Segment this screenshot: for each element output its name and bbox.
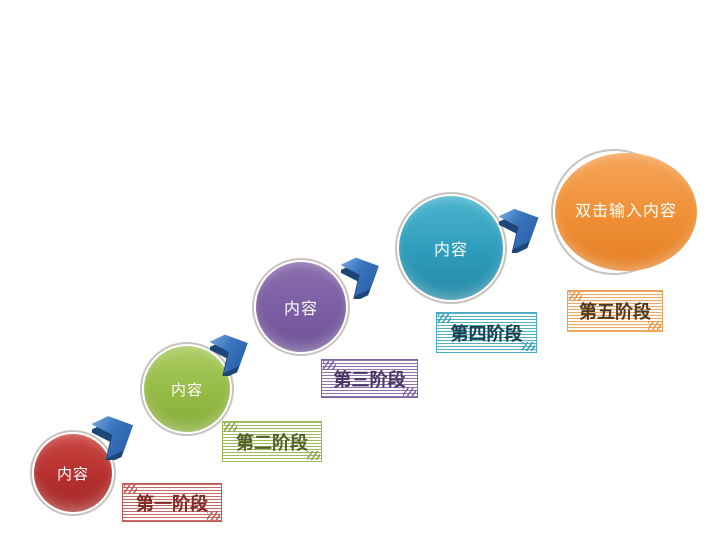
step-arrow-4 chevron-right-icon[interactable] xyxy=(499,201,547,253)
stage-label-5-text: 第五阶段 xyxy=(579,302,651,322)
stage-circle-4-label: 内容 xyxy=(433,242,468,259)
zigzag-corner-icon xyxy=(438,314,451,323)
step-arrow-3 chevron-right-icon[interactable] xyxy=(341,251,387,299)
zigzag-corner-icon xyxy=(207,511,220,520)
stage-circle-3-label: 内容 xyxy=(283,301,318,318)
stage-circle-1[interactable]: 内容 xyxy=(30,430,116,516)
stage-label-4[interactable]: 第四阶段 xyxy=(436,312,537,353)
zigzag-corner-icon xyxy=(307,451,320,460)
zigzag-corner-icon xyxy=(403,387,416,396)
zigzag-corner-icon xyxy=(522,342,535,351)
step-arrow-1 chevron-right-icon[interactable] xyxy=(92,410,142,460)
zigzag-corner-icon xyxy=(323,361,336,370)
stage-label-5[interactable]: 第五阶段 xyxy=(567,290,663,332)
stage-circle-2-label: 内容 xyxy=(170,381,203,399)
zigzag-corner-icon xyxy=(648,321,661,330)
stage-circle-5-placeholder: 双击输入内容 xyxy=(574,202,677,220)
stage-circle-3[interactable]: 内容 xyxy=(252,258,350,356)
stage-label-3[interactable]: 第三阶段 xyxy=(321,359,418,398)
stage-label-2-text: 第二阶段 xyxy=(236,432,308,453)
stage-label-2[interactable]: 第二阶段 xyxy=(222,421,322,462)
stage-circle-1-label: 内容 xyxy=(56,465,89,483)
stage-label-1-text: 第一阶段 xyxy=(136,493,208,514)
stage-label-3-text: 第三阶段 xyxy=(333,369,406,390)
step-arrow-2 chevron-right-icon[interactable] xyxy=(210,328,256,376)
zigzag-corner-icon xyxy=(124,485,137,494)
stage-circle-4[interactable]: 内容 xyxy=(395,192,507,304)
stage-circle-2[interactable]: 内容 xyxy=(140,342,234,436)
stage-label-1[interactable]: 第一阶段 xyxy=(122,483,222,522)
stage-label-4-text: 第四阶段 xyxy=(450,323,523,344)
zigzag-corner-icon xyxy=(224,423,237,432)
zigzag-corner-icon xyxy=(569,292,582,301)
stage-circle-5[interactable]: 双击输入内容 xyxy=(551,149,697,275)
